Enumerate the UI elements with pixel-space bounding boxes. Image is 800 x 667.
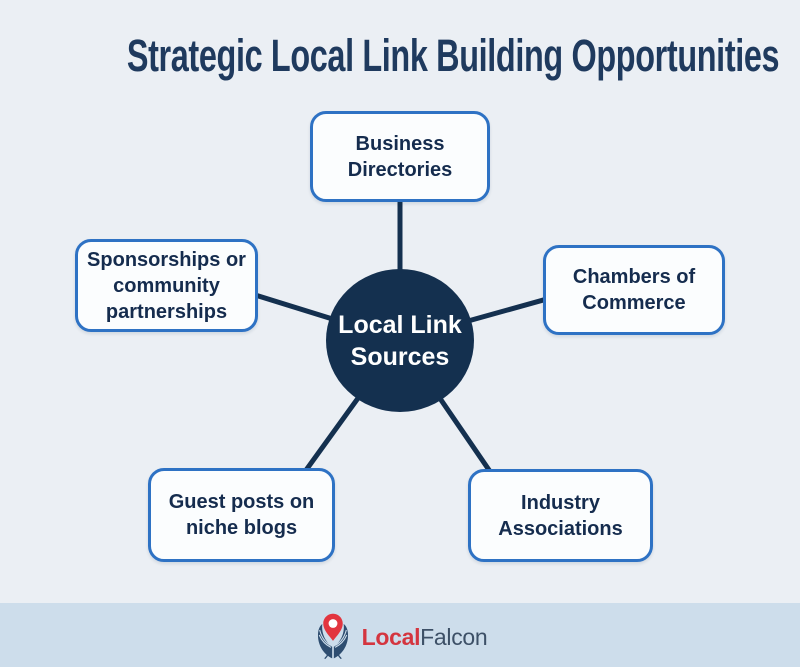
node-label-line: Industry xyxy=(521,491,600,514)
brand-wordmark: LocalFalcon xyxy=(362,622,488,649)
node-label-line: Guest posts on xyxy=(168,491,315,513)
node-industry-associations: Industry Associations xyxy=(468,469,653,562)
node-sponsorships-partnerships: Sponsorships or community partnerships xyxy=(75,239,258,332)
center-node-label-line: Local Link xyxy=(338,310,462,339)
node-label-line: Sponsorships or xyxy=(87,248,246,271)
center-node-label-line: Sources xyxy=(350,342,450,371)
brand-falcon-text: Falcon xyxy=(420,623,488,650)
node-label-line: Associations xyxy=(498,517,623,540)
node-label-line: Chambers of xyxy=(572,266,696,288)
node-chambers-of-commerce: Chambers of Commerce xyxy=(543,245,725,335)
page-title: Strategic Local Link Building Opportunit… xyxy=(0,25,800,91)
node-label-line: Directories xyxy=(347,158,453,181)
node-label-line: Commerce xyxy=(582,292,686,314)
node-label-line: Business xyxy=(355,132,445,155)
localfalcon-logo: LocalFalcon xyxy=(313,610,488,660)
node-guest-posts-niche-blogs: Guest posts on niche blogs xyxy=(148,468,335,562)
node-label-line: niche blogs xyxy=(185,517,298,539)
center-node-local-link-sources: Local Link Sources xyxy=(326,269,474,412)
localfalcon-pin-falcon-icon xyxy=(317,613,348,659)
node-label-line: partnerships xyxy=(105,300,228,323)
page-title-text: Strategic Local Link Building Opportunit… xyxy=(126,30,780,81)
node-business-directories: Business Directories xyxy=(310,111,490,202)
brand-local-text: Local xyxy=(361,623,421,650)
footer: LocalFalcon xyxy=(0,603,800,667)
node-label-line: community xyxy=(113,274,220,297)
